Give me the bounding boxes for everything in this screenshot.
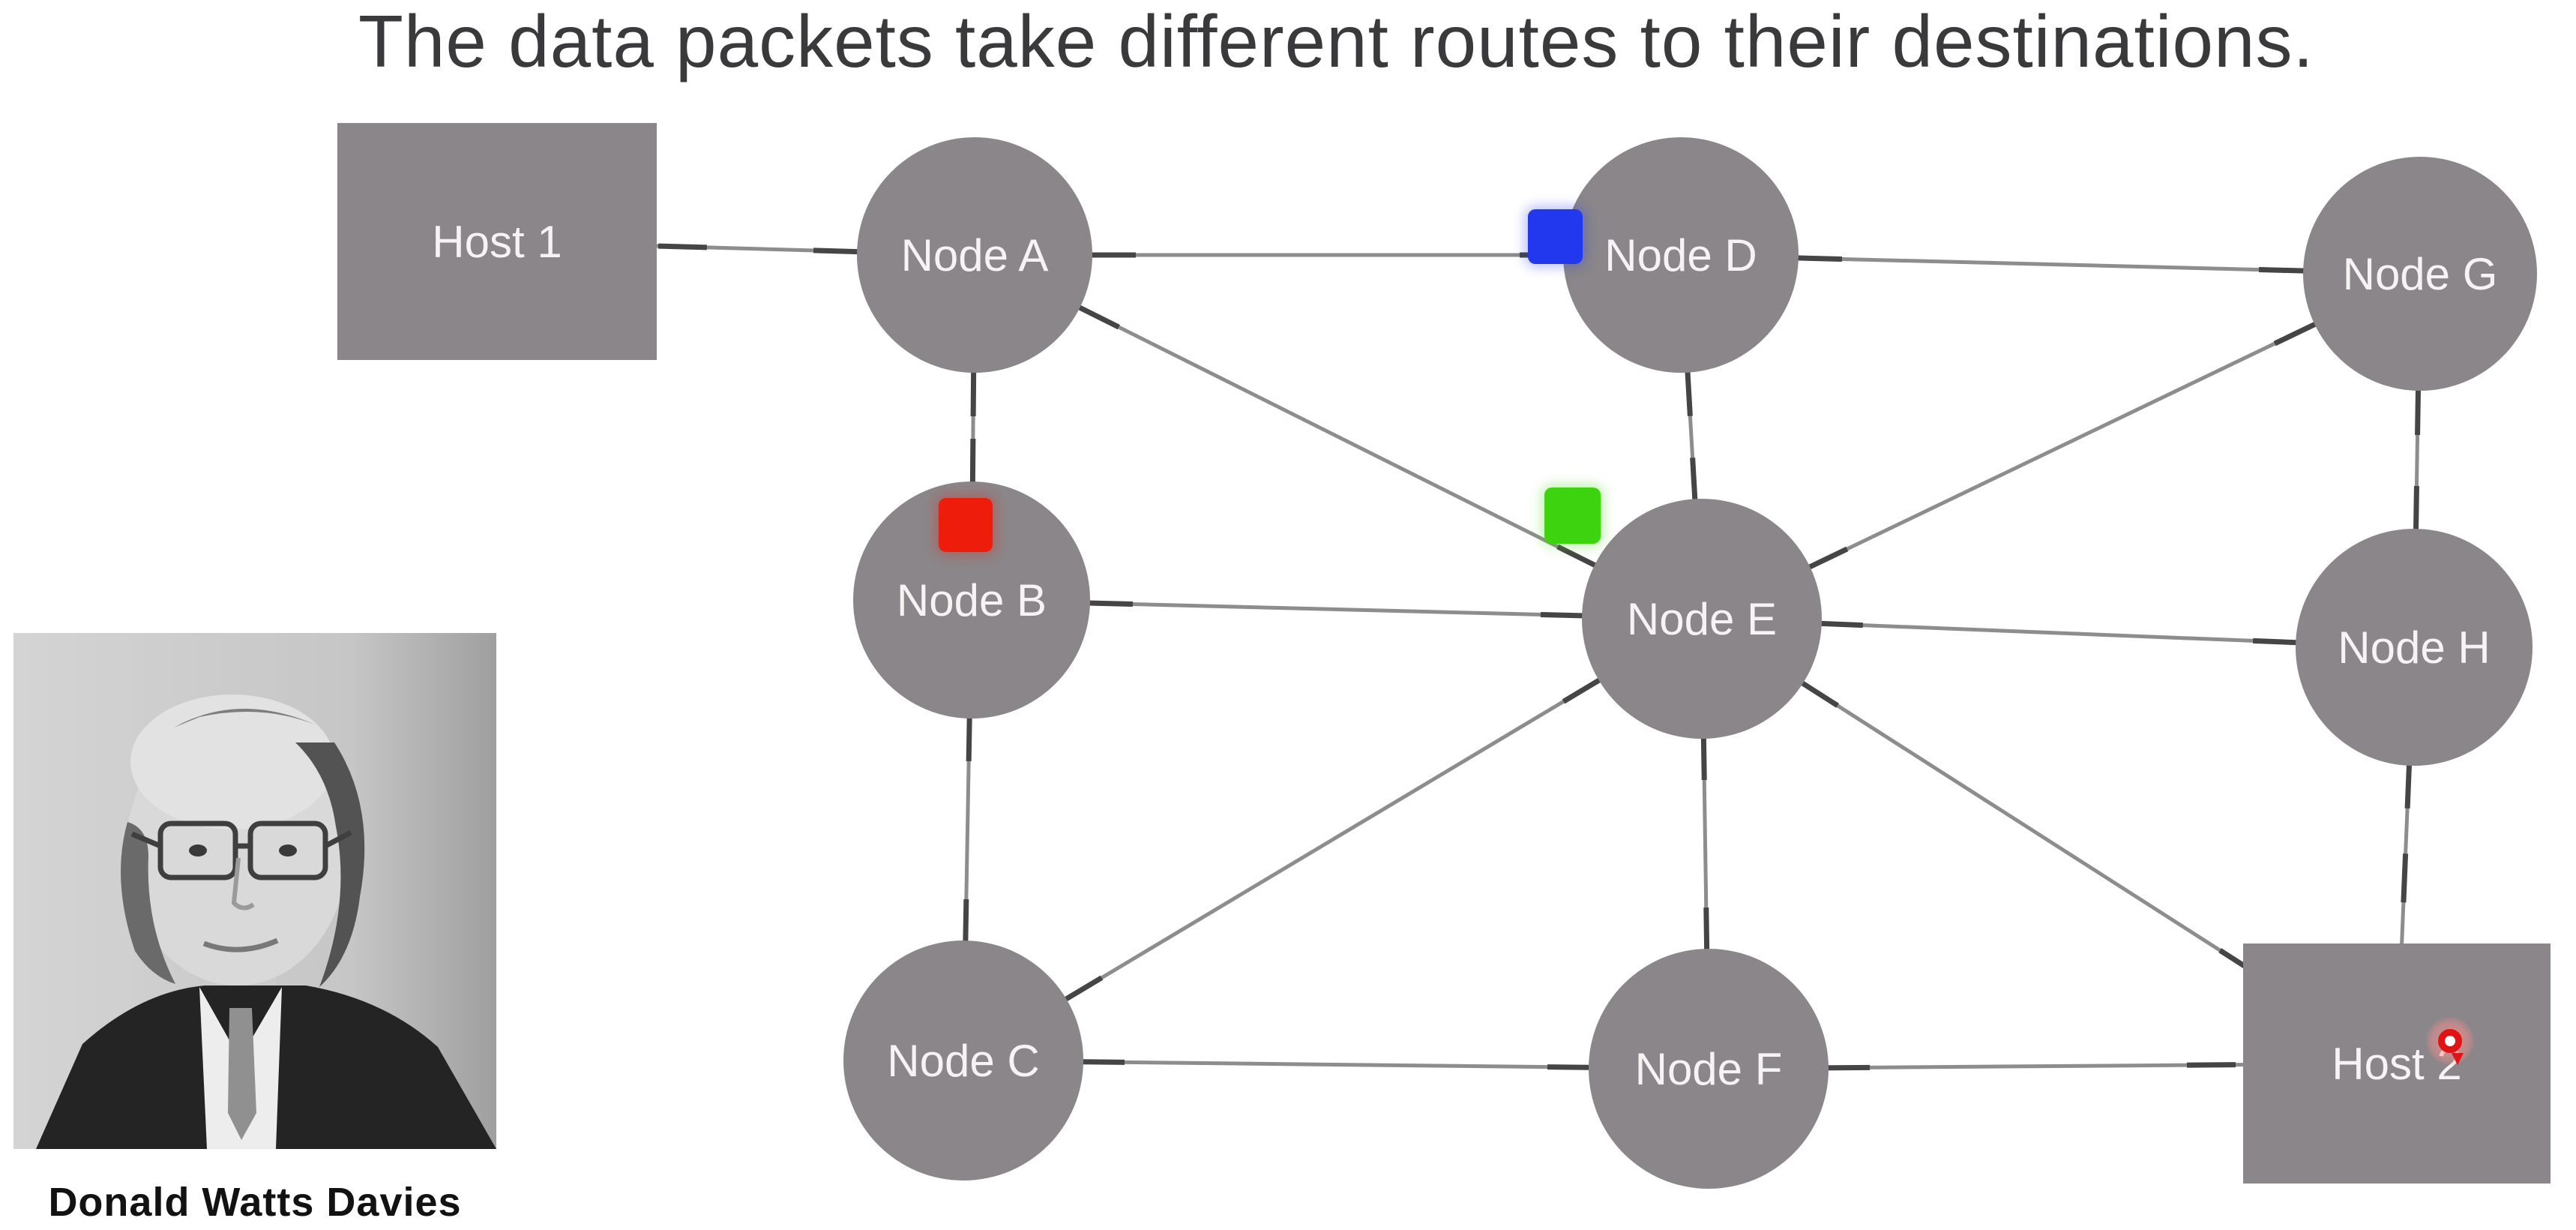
node-c-label: Node C	[887, 1035, 1040, 1086]
node-g-circle: Node G	[2303, 157, 2537, 391]
portrait-photo	[13, 633, 496, 1149]
edge-stub	[1793, 255, 1843, 262]
edge-stub	[2404, 759, 2413, 808]
edge-stub	[2401, 854, 2409, 903]
node-d-circle: Node D	[1563, 137, 1799, 373]
packet-blue	[1528, 209, 1583, 264]
portrait-illustration	[13, 633, 496, 1149]
host2-box: Host 2	[2243, 944, 2551, 1184]
node-h-label: Node H	[2338, 622, 2491, 673]
host1-box: Host 1	[337, 123, 657, 360]
edge-stub	[813, 248, 863, 255]
page-title: The data packets take different routes t…	[358, 0, 2314, 82]
edge-stub	[1802, 546, 1849, 573]
edge-stub	[1685, 367, 1693, 416]
host1-label: Host 1	[432, 216, 562, 267]
edge-stub	[970, 367, 977, 417]
node-c-circle: Node C	[843, 940, 1083, 1180]
edge-stub	[1075, 1059, 1125, 1065]
edge-stub	[1058, 975, 1104, 1006]
node-a-label: Node A	[900, 230, 1049, 280]
edge-stub	[2253, 638, 2302, 646]
edge-stub	[2415, 386, 2422, 436]
node-e-label: Node E	[1626, 593, 1778, 644]
edge-stub	[657, 243, 707, 250]
edge-stub	[1690, 458, 1698, 507]
edge-stub	[2258, 267, 2308, 274]
edge-stub	[1700, 730, 1707, 781]
edge-stub	[1083, 600, 1134, 608]
edge-stub	[1547, 1064, 1597, 1070]
destination-pin-tail	[2452, 1053, 2464, 1065]
edge-stub	[1540, 611, 1590, 619]
edge-stub	[1795, 676, 1839, 708]
node-d-label: Node D	[1604, 230, 1757, 280]
edge-stub	[2273, 320, 2320, 346]
node-a-circle: Node A	[857, 137, 1092, 373]
edge-stub	[1703, 907, 1710, 957]
packet-green	[1544, 488, 1601, 544]
edge-stub	[1074, 302, 1120, 330]
packet-red	[939, 498, 993, 552]
destination-pin-icon	[2438, 1029, 2462, 1053]
node-g-label: Node G	[2342, 248, 2498, 299]
node-h-circle: Node H	[2296, 529, 2533, 766]
node-e-circle: Node E	[1582, 499, 1822, 739]
edge-stub	[1814, 620, 1863, 628]
node-f-label: Node F	[1634, 1043, 1783, 1094]
photo-caption: Donald Watts Davies	[48, 1180, 462, 1225]
node-f-circle: Node F	[1589, 949, 1829, 1189]
edge-stub	[969, 438, 976, 488]
node-b-label: Node B	[896, 574, 1047, 626]
